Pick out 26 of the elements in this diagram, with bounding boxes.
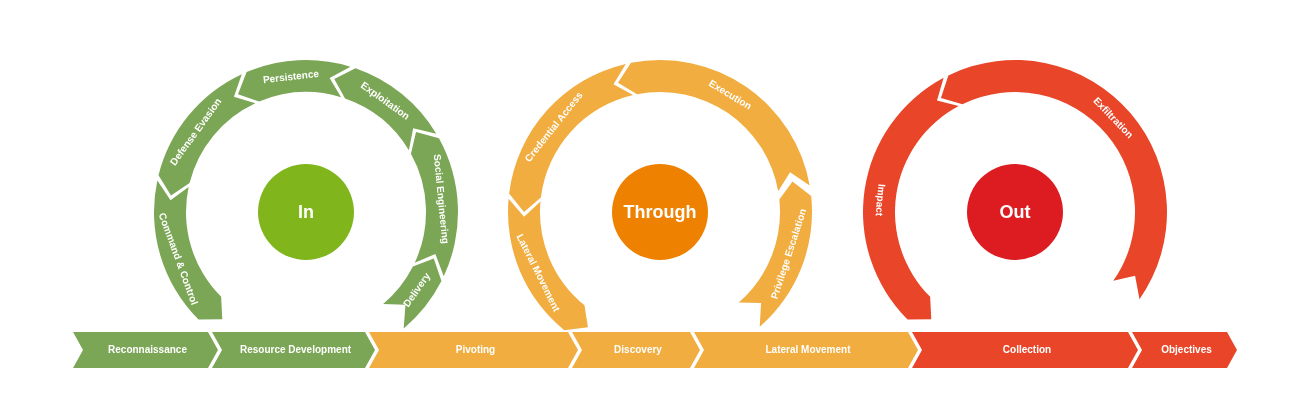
arrow-segment	[383, 258, 442, 329]
stage-label: Persistence	[262, 68, 320, 85]
phase-label: In	[298, 201, 314, 223]
stage-label: Objectives	[1161, 345, 1212, 355]
phase-label: Out	[999, 201, 1031, 223]
chevron-band	[369, 332, 578, 368]
arrow-segment	[508, 198, 588, 331]
chevron-band	[572, 332, 700, 368]
stage-label: Impact	[873, 183, 886, 217]
stage-label: Social Engineering	[432, 153, 451, 245]
arrow-segment	[863, 77, 959, 320]
stage-label: Lateral Movement	[765, 345, 851, 355]
chevron-band	[694, 332, 918, 368]
chevron-band	[73, 332, 218, 368]
arrow-segment	[154, 180, 223, 320]
stage-label: Collection	[1002, 345, 1052, 355]
stage-label: Pivoting	[455, 345, 496, 355]
arrow-segment	[237, 60, 351, 102]
arrow-segment	[158, 74, 256, 196]
chevron-band	[212, 332, 375, 368]
chevron-band	[1132, 332, 1237, 368]
arrow-segment	[738, 181, 812, 327]
stage-label: Resource Development	[239, 345, 352, 355]
phase-label: Through	[623, 201, 697, 223]
stage-label: Discovery	[614, 345, 662, 355]
stage-label: Reconnaissance	[108, 345, 187, 355]
